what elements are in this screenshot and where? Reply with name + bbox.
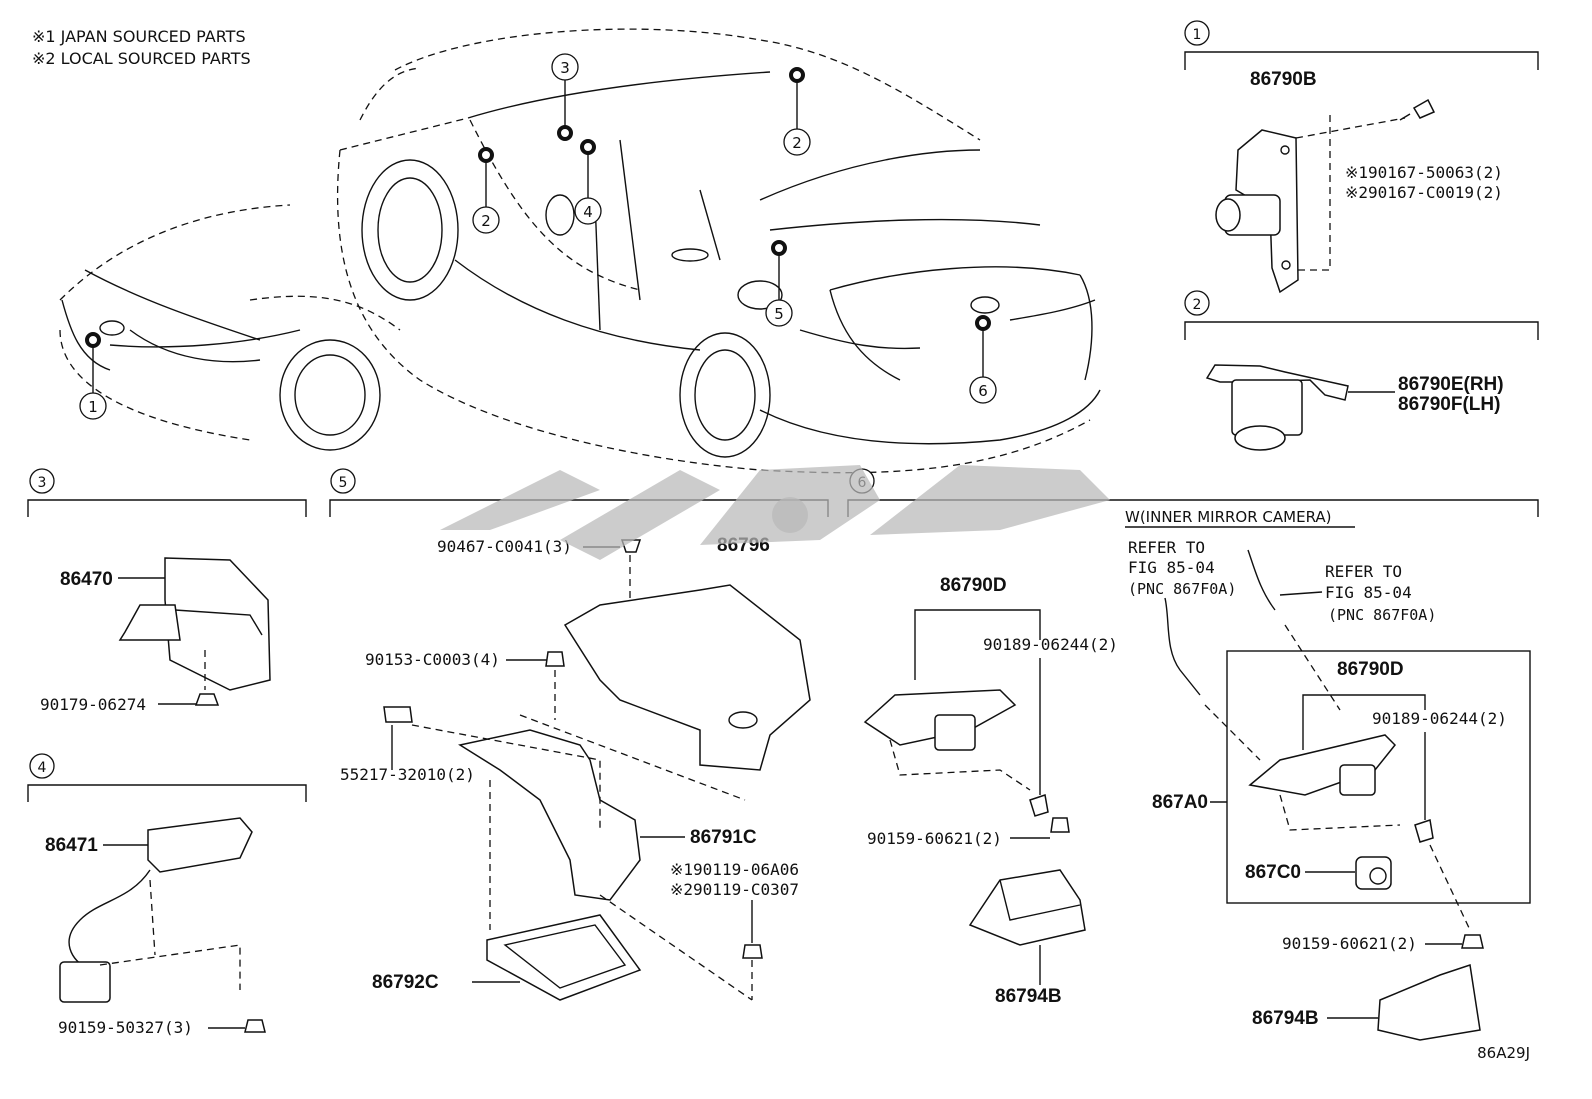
watermark: [440, 465, 1110, 560]
callout-2-right-label: 2: [792, 134, 802, 152]
bolt-90119-06A06-label: ※190119-06A06: [670, 860, 799, 879]
callout-3-label: 3: [560, 59, 570, 77]
screw-90167-50063-label: ※190167-50063(2): [1345, 163, 1503, 182]
section-6: 6 86790D 90189-06244(2) 90159-60621(2) 8…: [847, 468, 1539, 1041]
inner-mirror-camera-box: [1226, 650, 1531, 904]
retainer-55217-32010-label: 55217-32010(2): [340, 765, 475, 784]
part-867A0-label: 867A0: [1152, 792, 1208, 813]
bolt-90119-C0307-label: ※290119-C0307: [670, 880, 799, 899]
callout-6-label: 6: [978, 382, 988, 400]
callout-1-label: 1: [88, 398, 98, 416]
section-4: 4 86471 90159-50327(3): [27, 753, 307, 1037]
overview-callouts: 1 2 2 3 4 5 6: [79, 53, 997, 420]
section-5: 5 90467-C0041(3) 86796 90153-C0003(4) 55…: [329, 468, 829, 1001]
callout-4-label: 4: [583, 203, 593, 221]
callout-3: [551, 53, 579, 81]
part-86790B-label: 86790B: [1250, 69, 1317, 90]
callout-2-right: [783, 128, 811, 156]
callout-4: [574, 197, 602, 225]
part-86790D-label: 86790D: [940, 575, 1007, 596]
section-1-marker: 1: [1193, 27, 1202, 43]
refer-a-fig: FIG 85-04: [1128, 558, 1215, 577]
section-1: 1 86790B ※190167-50063(2) ※290167-C0019(…: [1184, 20, 1539, 294]
note-local-sourced: ※2 LOCAL SOURCED PARTS: [32, 49, 251, 68]
screw-90159-60621-2-label: 90159-60621(2): [1282, 934, 1417, 953]
section-2-marker: 2: [1193, 297, 1202, 313]
clip-90189-06244-2-label: 90189-06244(2): [1372, 709, 1507, 728]
section-4-marker: 4: [38, 760, 47, 776]
part-86790E-label: 86790E(RH): [1398, 374, 1504, 395]
vehicle-overview: [336, 28, 1101, 474]
screw-90167-C0019-label: ※290167-C0019(2): [1345, 183, 1503, 202]
part-86792C-label: 86792C: [372, 972, 439, 993]
callout-5: [765, 299, 793, 327]
nut-90153-C0003-label: 90153-C0003(4): [365, 650, 500, 669]
part-86791C-label: 86791C: [690, 827, 757, 848]
screw-90159-50327-label: 90159-50327(3): [58, 1018, 193, 1037]
refer-a-pnc: (PNC 867F0A): [1128, 580, 1236, 598]
part-86790D-2-label: 86790D: [1337, 659, 1404, 680]
part-86471-label: 86471: [45, 835, 98, 856]
diagram-code: 86A29J: [1477, 1044, 1530, 1062]
callout-2-left-label: 2: [481, 212, 491, 230]
callout-5-label: 5: [774, 305, 784, 323]
vehicle-front-overview: [59, 204, 401, 451]
clip-90467-C0041-label: 90467-C0041(3): [437, 537, 572, 556]
callout-2-left: [472, 206, 500, 234]
refer-a-title: REFER TO: [1128, 538, 1205, 557]
refer-b-pnc: (PNC 867F0A): [1328, 606, 1436, 624]
section-2: 2 86790E(RH) 86790F(LH): [1184, 290, 1539, 451]
option-title: W(INNER MIRROR CAMERA): [1125, 508, 1332, 526]
refer-b-fig: FIG 85-04: [1325, 583, 1412, 602]
screw-90159-60621-label: 90159-60621(2): [867, 829, 1002, 848]
note-japan-sourced: ※1 JAPAN SOURCED PARTS: [32, 27, 246, 46]
callout-6: [969, 376, 997, 404]
refer-b-title: REFER TO: [1325, 562, 1402, 581]
section-5-marker: 5: [339, 475, 348, 491]
section-3-marker: 3: [38, 475, 47, 491]
part-867C0-label: 867C0: [1245, 862, 1301, 883]
callout-1-front: [79, 392, 107, 420]
part-86470-label: 86470: [60, 569, 113, 590]
bolt-90179-06274-label: 90179-06274: [40, 695, 146, 714]
part-86790F-label: 86790F(LH): [1398, 394, 1500, 415]
part-86794B-label: 86794B: [995, 986, 1062, 1007]
clip-90189-06244-label: 90189-06244(2): [983, 635, 1118, 654]
section-3: 3 86470 90179-06274: [27, 468, 307, 714]
part-86794B-2-label: 86794B: [1252, 1008, 1319, 1029]
